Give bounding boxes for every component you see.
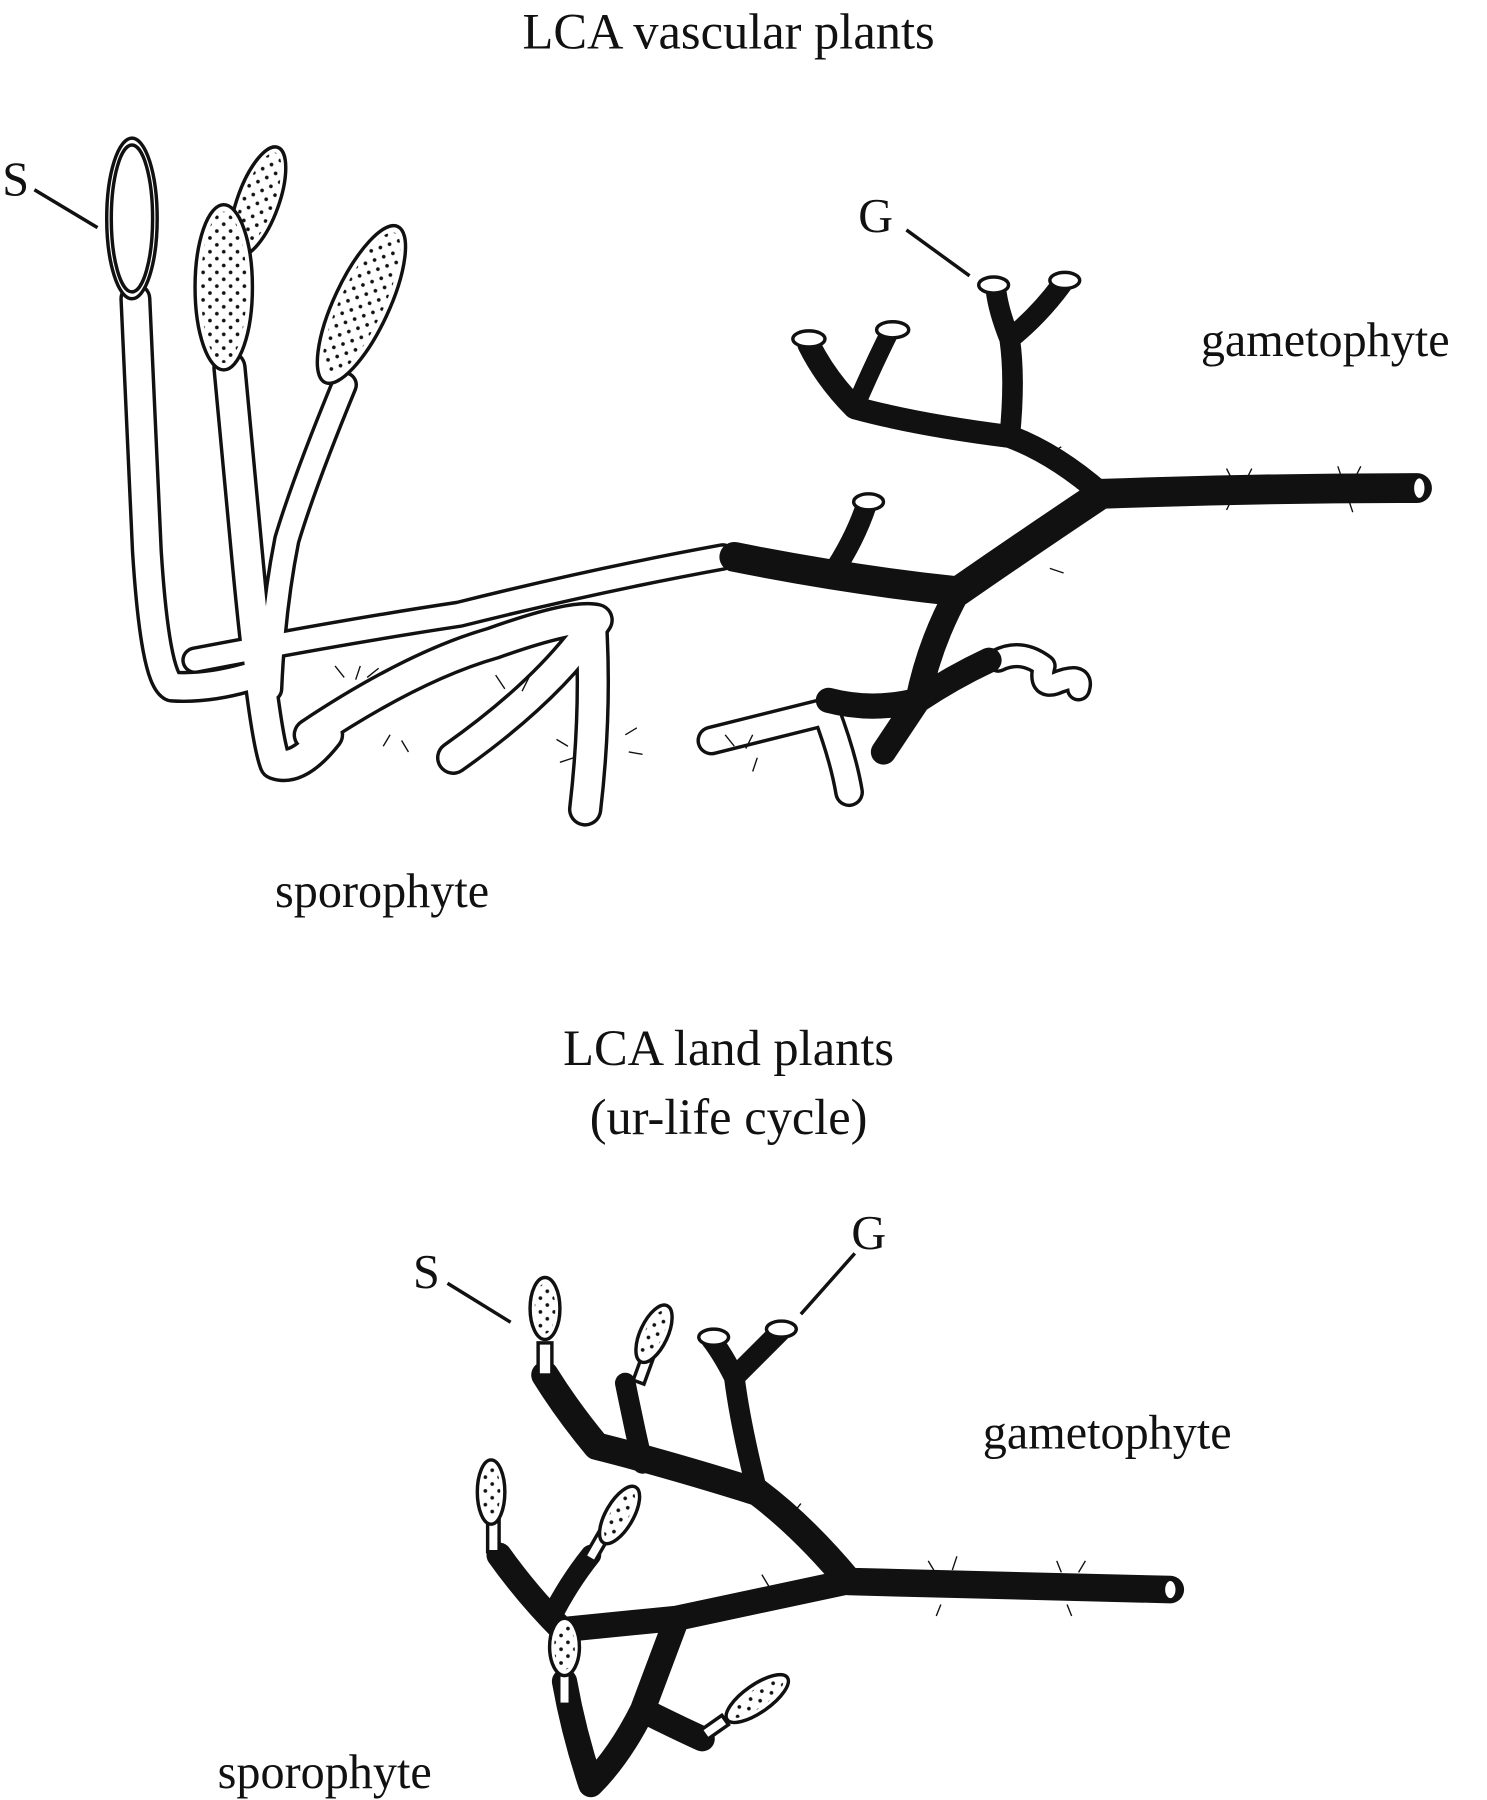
bottom-label-s: S <box>413 1246 440 1299</box>
top-label-s: S <box>2 154 29 207</box>
top-gametophyte-drawing <box>719 270 1432 765</box>
top-label-g: G <box>858 190 893 243</box>
top-label-sporophyte: sporophyte <box>275 865 489 918</box>
bottom-gametophyte-drawing <box>486 1319 1185 1798</box>
bottom-label-g: G <box>851 1207 886 1260</box>
top-panel: LCA vascular plants <box>2 4 1449 918</box>
bottom-label-sporophyte: sporophyte <box>218 1746 432 1799</box>
g-leader-line <box>905 228 971 278</box>
bottom-label-gametophyte: gametophyte <box>983 1406 1232 1459</box>
bottom-title-line1: LCA land plants <box>563 1020 894 1076</box>
top-sporophyte-drawing <box>104 136 1093 827</box>
bottom-title-line2: (ur-life cycle) <box>590 1089 868 1145</box>
bottom-panel: LCA land plants (ur-life cycle) <box>218 1020 1232 1799</box>
s-leader-line <box>446 1281 512 1324</box>
top-title: LCA vascular plants <box>523 4 935 60</box>
top-label-gametophyte: gametophyte <box>1201 314 1450 367</box>
s-leader-line <box>33 188 99 230</box>
bottom-sporophyte-drawing <box>475 1275 791 1742</box>
g-leader-line <box>799 1252 857 1316</box>
